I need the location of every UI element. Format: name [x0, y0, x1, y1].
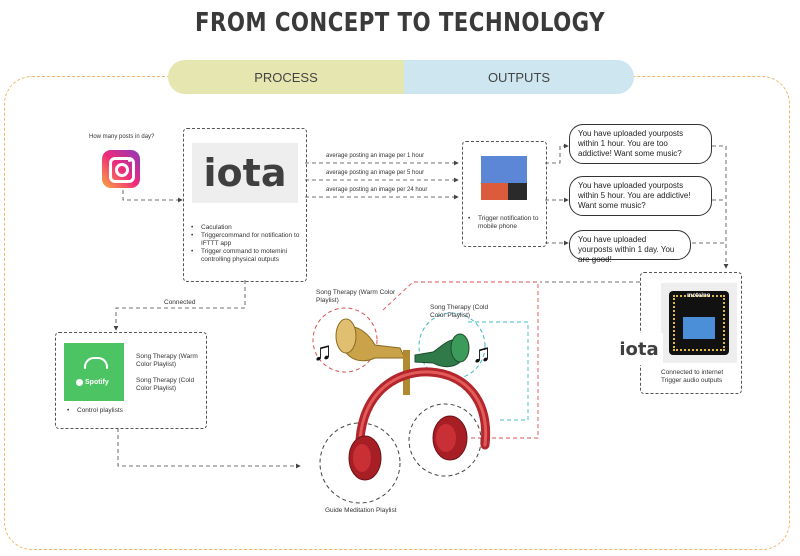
spotify-icon [76, 379, 83, 386]
device-box: moteino iota Connected to internet Trigg… [615, 272, 742, 394]
warm-path [382, 281, 539, 439]
cold-horn-icon [414, 333, 470, 368]
spotify-playlist-warm: Song Therapy (Warm Color Playlist) [136, 353, 198, 368]
spotify-playlist-cold: Song Therapy (Cold Color Playlist) [136, 377, 195, 392]
arrow-label-1h: average posting an image per 1 hour [326, 153, 425, 159]
connector-instagram-iota [122, 190, 183, 203]
device-caption-2: Trigger audio outputs [661, 377, 723, 384]
spotify-bullet: Control playlists [67, 407, 195, 415]
moteino-board-icon: moteino [669, 291, 729, 355]
music-notes-icon-left: ♫ [313, 336, 333, 366]
moteino-board-panel: moteino [661, 283, 737, 363]
center-warm-label: Song Therapy (Warm Color Playlist) [316, 289, 396, 304]
warm-circle [312, 307, 378, 373]
ear-cup-left-icon [348, 435, 382, 481]
warm-horn-icon [335, 318, 410, 395]
phone-caption: Trigger notification to mobile phone [467, 215, 552, 231]
device-caption-1: Connected to internet [661, 369, 724, 376]
connector-msg1-device [712, 145, 729, 269]
arrow-label-5h: average posting an image per 5 hour [326, 170, 425, 176]
phone-caption-text: Trigger notification to mobile phone [468, 215, 552, 231]
spotify-bullets: Control playlists [66, 407, 195, 415]
iota-bullets: Caculation Triggercommand for notificati… [190, 224, 311, 264]
center-guide-label: Guide Meditation Playlist [325, 507, 397, 514]
iota-bullet: Trigger command to motemini controlling … [191, 248, 311, 264]
iota-logo: iota [203, 151, 287, 195]
connected-label: Connected [164, 299, 196, 306]
process-header: PROCESS [168, 60, 404, 94]
center-cold-label: Song Therapy (Cold Color Playlist) [430, 304, 489, 319]
message-bubble-1day: You have uploaded yourposts within 1 day… [569, 230, 691, 264]
connector-phone-msg1 [545, 143, 569, 164]
spotify-tile: Spotify [64, 343, 124, 401]
guide-circle-left [319, 422, 401, 504]
board-label: moteino [687, 293, 711, 299]
spotify-box: Spotify Song Therapy (Warm Color Playlis… [55, 332, 207, 429]
instagram-icon [102, 150, 140, 188]
phone-notification-box: Trigger notification to mobile phone [462, 141, 547, 247]
notification-app-icon [481, 156, 527, 200]
iota-bullet: Caculation [191, 224, 311, 232]
outputs-header: OUTPUTS [404, 60, 634, 94]
message-bubble-5h: You have uploaded yourposts within 5 hou… [569, 176, 712, 216]
cloud-icon [84, 357, 108, 369]
connector-iota-spotify [113, 280, 246, 331]
cold-path [468, 321, 529, 421]
spotify-logo-text: Spotify [85, 379, 109, 386]
iota-bullet: Triggercommand for notification to IFTTT… [191, 232, 311, 248]
device-iota-logo: iota [619, 338, 659, 360]
headphones-illustration [335, 318, 491, 481]
device-iota-panel: iota [615, 333, 663, 365]
page-title: FROM CONCEPT TO TECHNOLOGY [195, 8, 605, 38]
iota-process-box: iota Caculation Triggercommand for notif… [183, 128, 307, 282]
iota-logo-panel: iota [192, 143, 298, 203]
music-notes-icon-right: ♫ [472, 338, 492, 368]
arrow-label-24h: average posting an image per 24 hour [326, 187, 428, 193]
connector-spotify-center [117, 428, 301, 469]
ear-cup-right-icon [432, 415, 468, 461]
instagram-question: How many posts in day? [89, 134, 155, 140]
message-bubble-1h: You have uploaded yourposts within 1 hou… [569, 124, 712, 164]
spotify-logo: Spotify [76, 379, 109, 386]
